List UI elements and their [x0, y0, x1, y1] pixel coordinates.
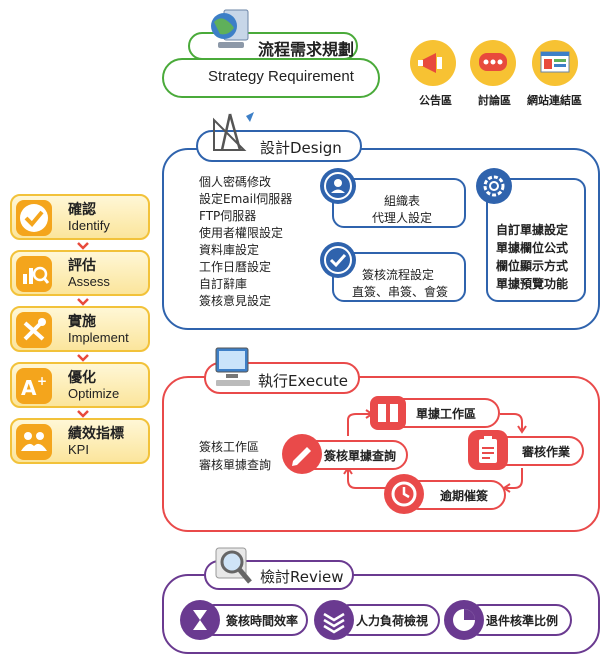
- clipboard-icon: [468, 430, 508, 470]
- list-item[interactable]: 使用者權限設定: [199, 226, 284, 240]
- review-item-return-ratio[interactable]: [464, 604, 572, 636]
- list-item: 單據欄位公式: [496, 241, 569, 255]
- work-area-node[interactable]: [388, 398, 500, 428]
- chevron-down-icon: [77, 354, 89, 362]
- a-plus-icon: A+: [16, 368, 52, 404]
- review-task-label: 審核作業: [522, 445, 571, 459]
- work-area-label: 單據工作區: [416, 407, 477, 421]
- drafting-tools-icon: [213, 112, 254, 151]
- execute-box: [162, 376, 600, 532]
- flow-box-label: 簽核流程設定: [362, 268, 435, 282]
- review-box: [162, 574, 600, 654]
- list-item[interactable]: 設定Email伺服器: [199, 192, 293, 206]
- list-item[interactable]: FTP伺服器: [199, 209, 257, 223]
- megaphone-icon[interactable]: [410, 40, 456, 86]
- stage-identify[interactable]: 確認 Identify: [10, 194, 150, 240]
- chevron-down-icon: [77, 242, 89, 250]
- user-icon: [320, 168, 356, 204]
- org-box-label: 代理人設定: [372, 211, 433, 225]
- list-item[interactable]: 自訂辭庫: [199, 277, 248, 291]
- document-icon: [370, 396, 406, 430]
- stage-optimize[interactable]: A+ 優化 Optimize: [10, 362, 150, 408]
- list-item[interactable]: 簽核工作區: [199, 440, 260, 454]
- list-item[interactable]: 工作日曆設定: [199, 260, 272, 274]
- strategy-subtitle: Strategy Requirement: [208, 68, 354, 85]
- tools-icon: [16, 312, 52, 348]
- list-item[interactable]: 資料庫設定: [199, 243, 260, 257]
- layers-icon: [314, 600, 354, 640]
- query-label: 簽核單據查詢: [324, 449, 397, 463]
- stage-title: 績效指標: [68, 426, 124, 442]
- flow-setting-box[interactable]: [332, 252, 466, 302]
- check-icon: [16, 200, 52, 236]
- strategy-tab: [188, 32, 358, 60]
- list-item[interactable]: 個人密碼修改: [199, 175, 272, 189]
- list-item: 單據預覽功能: [496, 277, 569, 291]
- computer-icon: [215, 347, 250, 386]
- top-icon-label[interactable]: 公告區: [419, 94, 452, 107]
- stage-kpi[interactable]: 績效指標 KPI: [10, 418, 150, 464]
- review-item-label: 簽核時間效率: [226, 614, 299, 628]
- stage-implement[interactable]: 實施 Implement: [10, 306, 150, 352]
- clock-icon: [384, 474, 424, 514]
- stage-title: 實施: [68, 314, 96, 330]
- design-title: 設計Design: [260, 139, 342, 157]
- chevron-down-icon: [77, 410, 89, 418]
- stage-title: 評估: [68, 258, 96, 274]
- execute-title: 執行Execute: [258, 372, 348, 390]
- list-item[interactable]: 簽核意見設定: [199, 294, 272, 308]
- review-item-label: 人力負荷檢視: [356, 614, 429, 628]
- design-settings-list: 個人密碼修改 設定Email伺服器 FTP伺服器 使用者權限設定 資料庫設定 工…: [199, 174, 292, 310]
- form-setting-list: 自訂單據設定 單據欄位公式 欄位顯示方式 單據預覽功能: [496, 221, 568, 293]
- svg-text:+: +: [37, 374, 47, 388]
- chart-search-icon: [16, 256, 52, 292]
- stage-assess[interactable]: 評估 Assess: [10, 250, 150, 296]
- stage-sub: Identify: [68, 218, 110, 233]
- overdue-label: 逾期催簽: [440, 489, 489, 503]
- svg-text:A: A: [21, 376, 37, 400]
- hourglass-icon: [180, 600, 220, 640]
- flow-box-label: 直簽、串簽、會簽: [352, 285, 449, 299]
- stage-sub: Optimize: [68, 386, 120, 401]
- pencil-icon: [282, 434, 322, 474]
- stage-sub: Assess: [68, 274, 110, 289]
- top-icon-label[interactable]: 討論區: [478, 94, 511, 107]
- pie-chart-icon: [444, 600, 484, 640]
- list-item: 欄位顯示方式: [496, 259, 569, 273]
- design-box: [162, 148, 600, 330]
- org-box-label: 組織表: [384, 194, 421, 208]
- website-icon[interactable]: [532, 40, 578, 86]
- team-icon: [16, 424, 52, 460]
- execute-list: 簽核工作區 審核單據查詢: [199, 438, 271, 474]
- chevron-down-icon: [77, 298, 89, 306]
- stage-title: 確認: [68, 202, 96, 218]
- magnifier-icon: [215, 547, 252, 584]
- top-icon-label[interactable]: 網站連結區: [527, 94, 582, 107]
- list-item: 自訂單據設定: [496, 223, 569, 237]
- chat-bubble-icon[interactable]: [470, 40, 516, 86]
- stage-sub: Implement: [68, 330, 129, 345]
- review-title: 檢討Review: [260, 568, 344, 586]
- globe-computer-icon: [211, 9, 249, 48]
- gear-icon: [476, 168, 512, 204]
- review-item-label: 退件核準比例: [486, 614, 559, 628]
- list-item[interactable]: 審核單據查詢: [199, 458, 272, 472]
- stage-title: 優化: [68, 370, 96, 386]
- stage-sub: KPI: [68, 442, 89, 457]
- strategy-title: 流程需求規劃: [258, 40, 355, 59]
- check-circle-icon: [320, 242, 356, 278]
